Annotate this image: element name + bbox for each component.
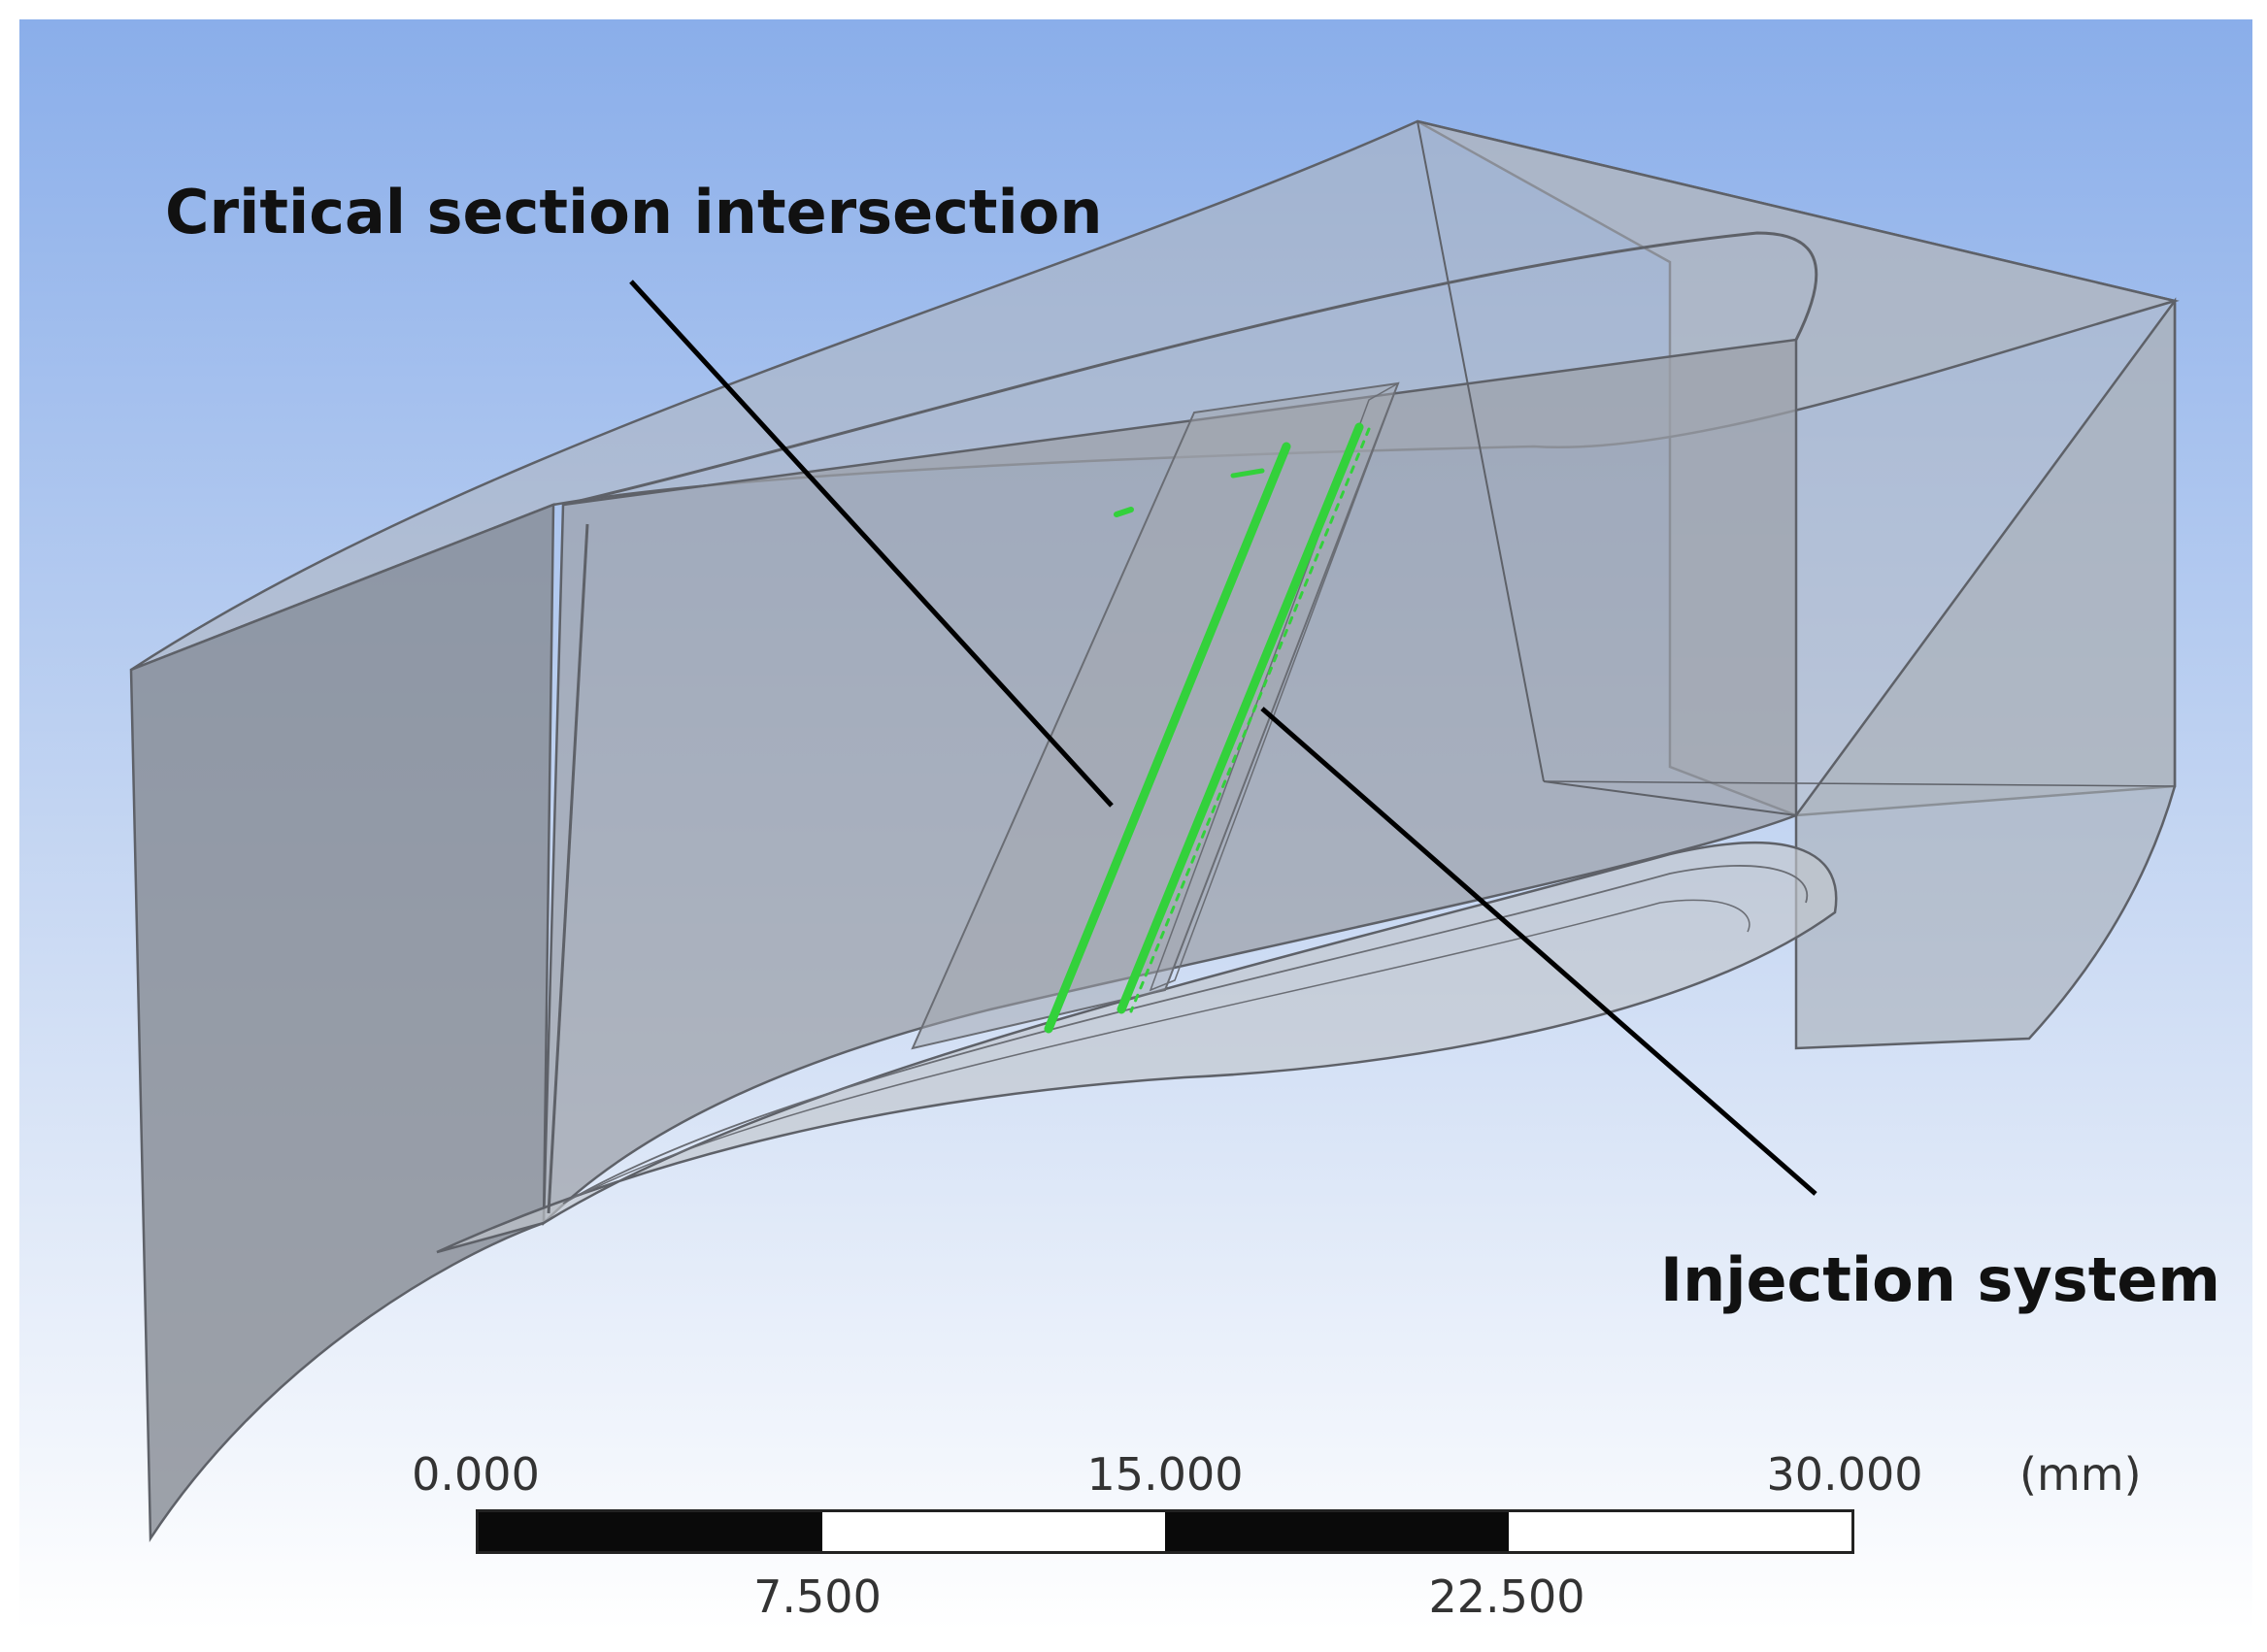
back-edge-2: [1543, 780, 1797, 816]
scale-segment-1: [479, 1512, 822, 1551]
scale-segment-2: [821, 1512, 1165, 1551]
injection-line-2: [1117, 422, 1364, 1014]
scale-segment-3: [1165, 1512, 1509, 1551]
critical-section-plane: [911, 381, 1400, 1050]
injection-system-lines: [1044, 422, 1371, 1034]
scale-unit: (mm): [2019, 1448, 2142, 1501]
scale-tick-30: 30.000: [1766, 1448, 1923, 1501]
cad-geometry-view: [19, 19, 2252, 1631]
injection-plane: [1149, 381, 1400, 992]
scale-tick-0: 0.000: [412, 1448, 540, 1501]
label-critical-section: Critical section intersection: [165, 177, 1103, 248]
domain-bottom-face: [436, 842, 1838, 1254]
injection-line-1: [1044, 442, 1291, 1034]
injection-stub: [1114, 507, 1134, 517]
back-edge: [1417, 120, 1545, 782]
scale-segment-4: [1508, 1512, 1851, 1551]
floor-contour-2: [582, 899, 1750, 1195]
label-injection-system: Injection system: [1660, 1244, 2220, 1315]
scale-tick-7-5: 7.500: [753, 1570, 882, 1623]
floor-contour-1: [562, 865, 1809, 1205]
injection-line-2-detail: [1129, 427, 1371, 1013]
domain-left-face: [129, 503, 555, 1543]
domain-right-face: [1794, 297, 2177, 1050]
leading-edge: [547, 523, 589, 1214]
scale-tick-15: 15.000: [1086, 1448, 1244, 1501]
scale-tick-22-5: 22.500: [1428, 1570, 1585, 1623]
leader-critical-section: [629, 280, 1114, 808]
leader-injection-system: [1260, 707, 1817, 1196]
back-edge-3: [1543, 780, 2176, 787]
scale-bar: [476, 1509, 1854, 1554]
blade-top-edge: [562, 231, 1818, 507]
cad-viewport: Critical section intersection Injection …: [19, 19, 2252, 1631]
injection-stub-2: [1230, 468, 1265, 479]
